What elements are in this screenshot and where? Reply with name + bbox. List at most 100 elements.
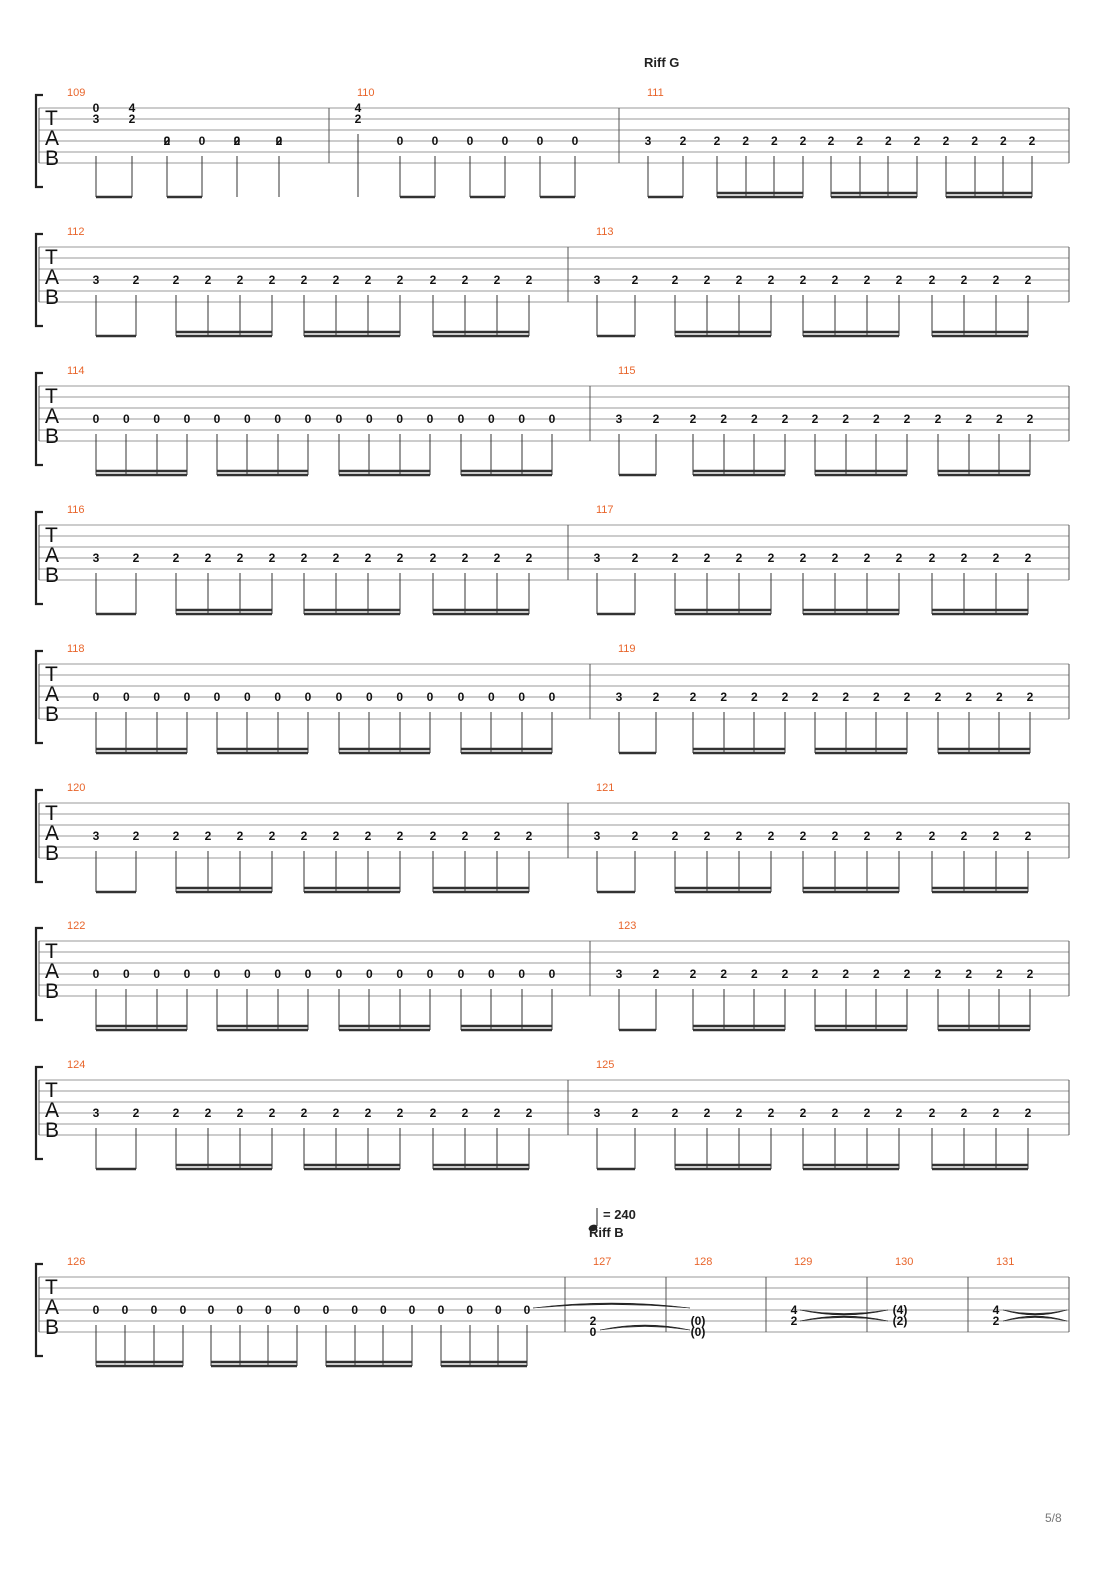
fret-number: 0 bbox=[305, 412, 312, 426]
fret-number: 2 bbox=[714, 134, 721, 148]
fret-number: 0 bbox=[274, 967, 281, 981]
fret-number: 2 bbox=[782, 967, 789, 981]
fret-number: 2 bbox=[173, 1106, 180, 1120]
fret-number: 2 bbox=[526, 273, 533, 287]
fret-number: 2 bbox=[133, 551, 140, 565]
tab-clef-letter: T bbox=[45, 246, 58, 269]
fret-number: 2 bbox=[397, 273, 404, 287]
fret-number: 2 bbox=[526, 1106, 533, 1120]
fret-number: 2 bbox=[864, 829, 871, 843]
fret-number: 2 bbox=[720, 412, 727, 426]
system-bracket bbox=[34, 93, 43, 189]
measure-number: 126 bbox=[67, 1256, 85, 1268]
fret-number: 0 bbox=[214, 412, 221, 426]
tab-clef-letter: B bbox=[45, 425, 59, 448]
fret-number: 2 bbox=[355, 112, 362, 126]
fret-number: 0 bbox=[294, 1303, 301, 1317]
fret-number: 2 bbox=[800, 134, 807, 148]
fret-number: 2 bbox=[301, 551, 308, 565]
fret-number: 2 bbox=[864, 273, 871, 287]
fret-number: 2 bbox=[237, 273, 244, 287]
fret-number: 2 bbox=[234, 134, 241, 148]
tie-arc bbox=[1002, 1315, 1068, 1322]
fret-number: 2 bbox=[751, 412, 758, 426]
fret-number: 0 bbox=[276, 134, 283, 148]
fret-number: 2 bbox=[961, 551, 968, 565]
fret-number: 2 bbox=[873, 967, 880, 981]
fret-number: 2 bbox=[961, 829, 968, 843]
tie-arc bbox=[1002, 1309, 1068, 1316]
fret-number: 2 bbox=[896, 273, 903, 287]
fret-number: 0 bbox=[93, 690, 100, 704]
note-icon bbox=[588, 1224, 598, 1232]
fret-number: 2 bbox=[333, 829, 340, 843]
fret-number: 2 bbox=[653, 690, 660, 704]
fret-number: 2 bbox=[526, 551, 533, 565]
fret-number: 2 bbox=[800, 551, 807, 565]
fret-number: 0 bbox=[466, 1303, 473, 1317]
fret-number: 2 bbox=[914, 134, 921, 148]
tab-clef-letter: B bbox=[45, 147, 59, 170]
fret-number: 2 bbox=[690, 967, 697, 981]
fret-number: 2 bbox=[961, 273, 968, 287]
fret-number: 2 bbox=[276, 134, 283, 148]
fret-number: 0 bbox=[458, 967, 465, 981]
fret-number: 0 bbox=[274, 690, 281, 704]
fret-number: 2 bbox=[526, 829, 533, 843]
fret-number: 0 bbox=[214, 690, 221, 704]
fret-number: 2 bbox=[494, 829, 501, 843]
fret-number: 2 bbox=[269, 1106, 276, 1120]
fret-number: 0 bbox=[518, 412, 525, 426]
fret-number: 3 bbox=[93, 551, 100, 565]
measure-number: 115 bbox=[618, 365, 636, 377]
fret-number: 3 bbox=[645, 134, 652, 148]
fret-number: 2 bbox=[993, 1106, 1000, 1120]
fret-number: 0 bbox=[336, 967, 343, 981]
tab-clef-letter: A bbox=[45, 544, 59, 567]
fret-number: 2 bbox=[397, 1106, 404, 1120]
tab-clef-letter: B bbox=[45, 842, 59, 865]
measure-number: 129 bbox=[794, 1256, 812, 1268]
measure-number: 110 bbox=[357, 87, 375, 99]
tab-clef-letter: A bbox=[45, 683, 59, 706]
fret-number: 3 bbox=[594, 273, 601, 287]
fret-number: 2 bbox=[672, 1106, 679, 1120]
fret-number: 0 bbox=[366, 690, 373, 704]
fret-number: 2 bbox=[812, 967, 819, 981]
fret-number: 2 bbox=[904, 967, 911, 981]
fret-number: 2 bbox=[896, 551, 903, 565]
fret-number: 0 bbox=[397, 134, 404, 148]
fret-number: 0 bbox=[184, 967, 191, 981]
fret-number: 2 bbox=[133, 273, 140, 287]
fret-number: 2 bbox=[494, 273, 501, 287]
fret-number: 2 bbox=[704, 551, 711, 565]
measure-number: 127 bbox=[593, 1256, 611, 1268]
fret-number: 2 bbox=[653, 967, 660, 981]
fret-number: 2 bbox=[237, 1106, 244, 1120]
measure-number: 113 bbox=[596, 226, 614, 238]
system-bracket bbox=[34, 788, 43, 884]
page-number: 5/8 bbox=[1045, 1511, 1062, 1525]
fret-number: 2 bbox=[333, 273, 340, 287]
fret-number: 2 bbox=[301, 829, 308, 843]
fret-number: 2 bbox=[1025, 273, 1032, 287]
fret-number: 0 bbox=[164, 134, 171, 148]
system-bracket bbox=[34, 649, 43, 745]
fret-number: 0 bbox=[549, 412, 556, 426]
fret-number: 4 bbox=[791, 1303, 798, 1317]
fret-number: 0 bbox=[396, 690, 403, 704]
fret-number: 0 bbox=[537, 134, 544, 148]
measure-number: 120 bbox=[67, 782, 85, 794]
fret-number: 0 bbox=[409, 1303, 416, 1317]
fret-number: 0 bbox=[467, 134, 474, 148]
fret-number: 2 bbox=[736, 273, 743, 287]
fret-number: 2 bbox=[672, 829, 679, 843]
fret-number: 2 bbox=[736, 829, 743, 843]
fret-number: 2 bbox=[993, 1314, 1000, 1328]
fret-number: 2 bbox=[205, 829, 212, 843]
measure-number: 119 bbox=[618, 643, 636, 655]
tab-clef-letter: B bbox=[45, 564, 59, 587]
